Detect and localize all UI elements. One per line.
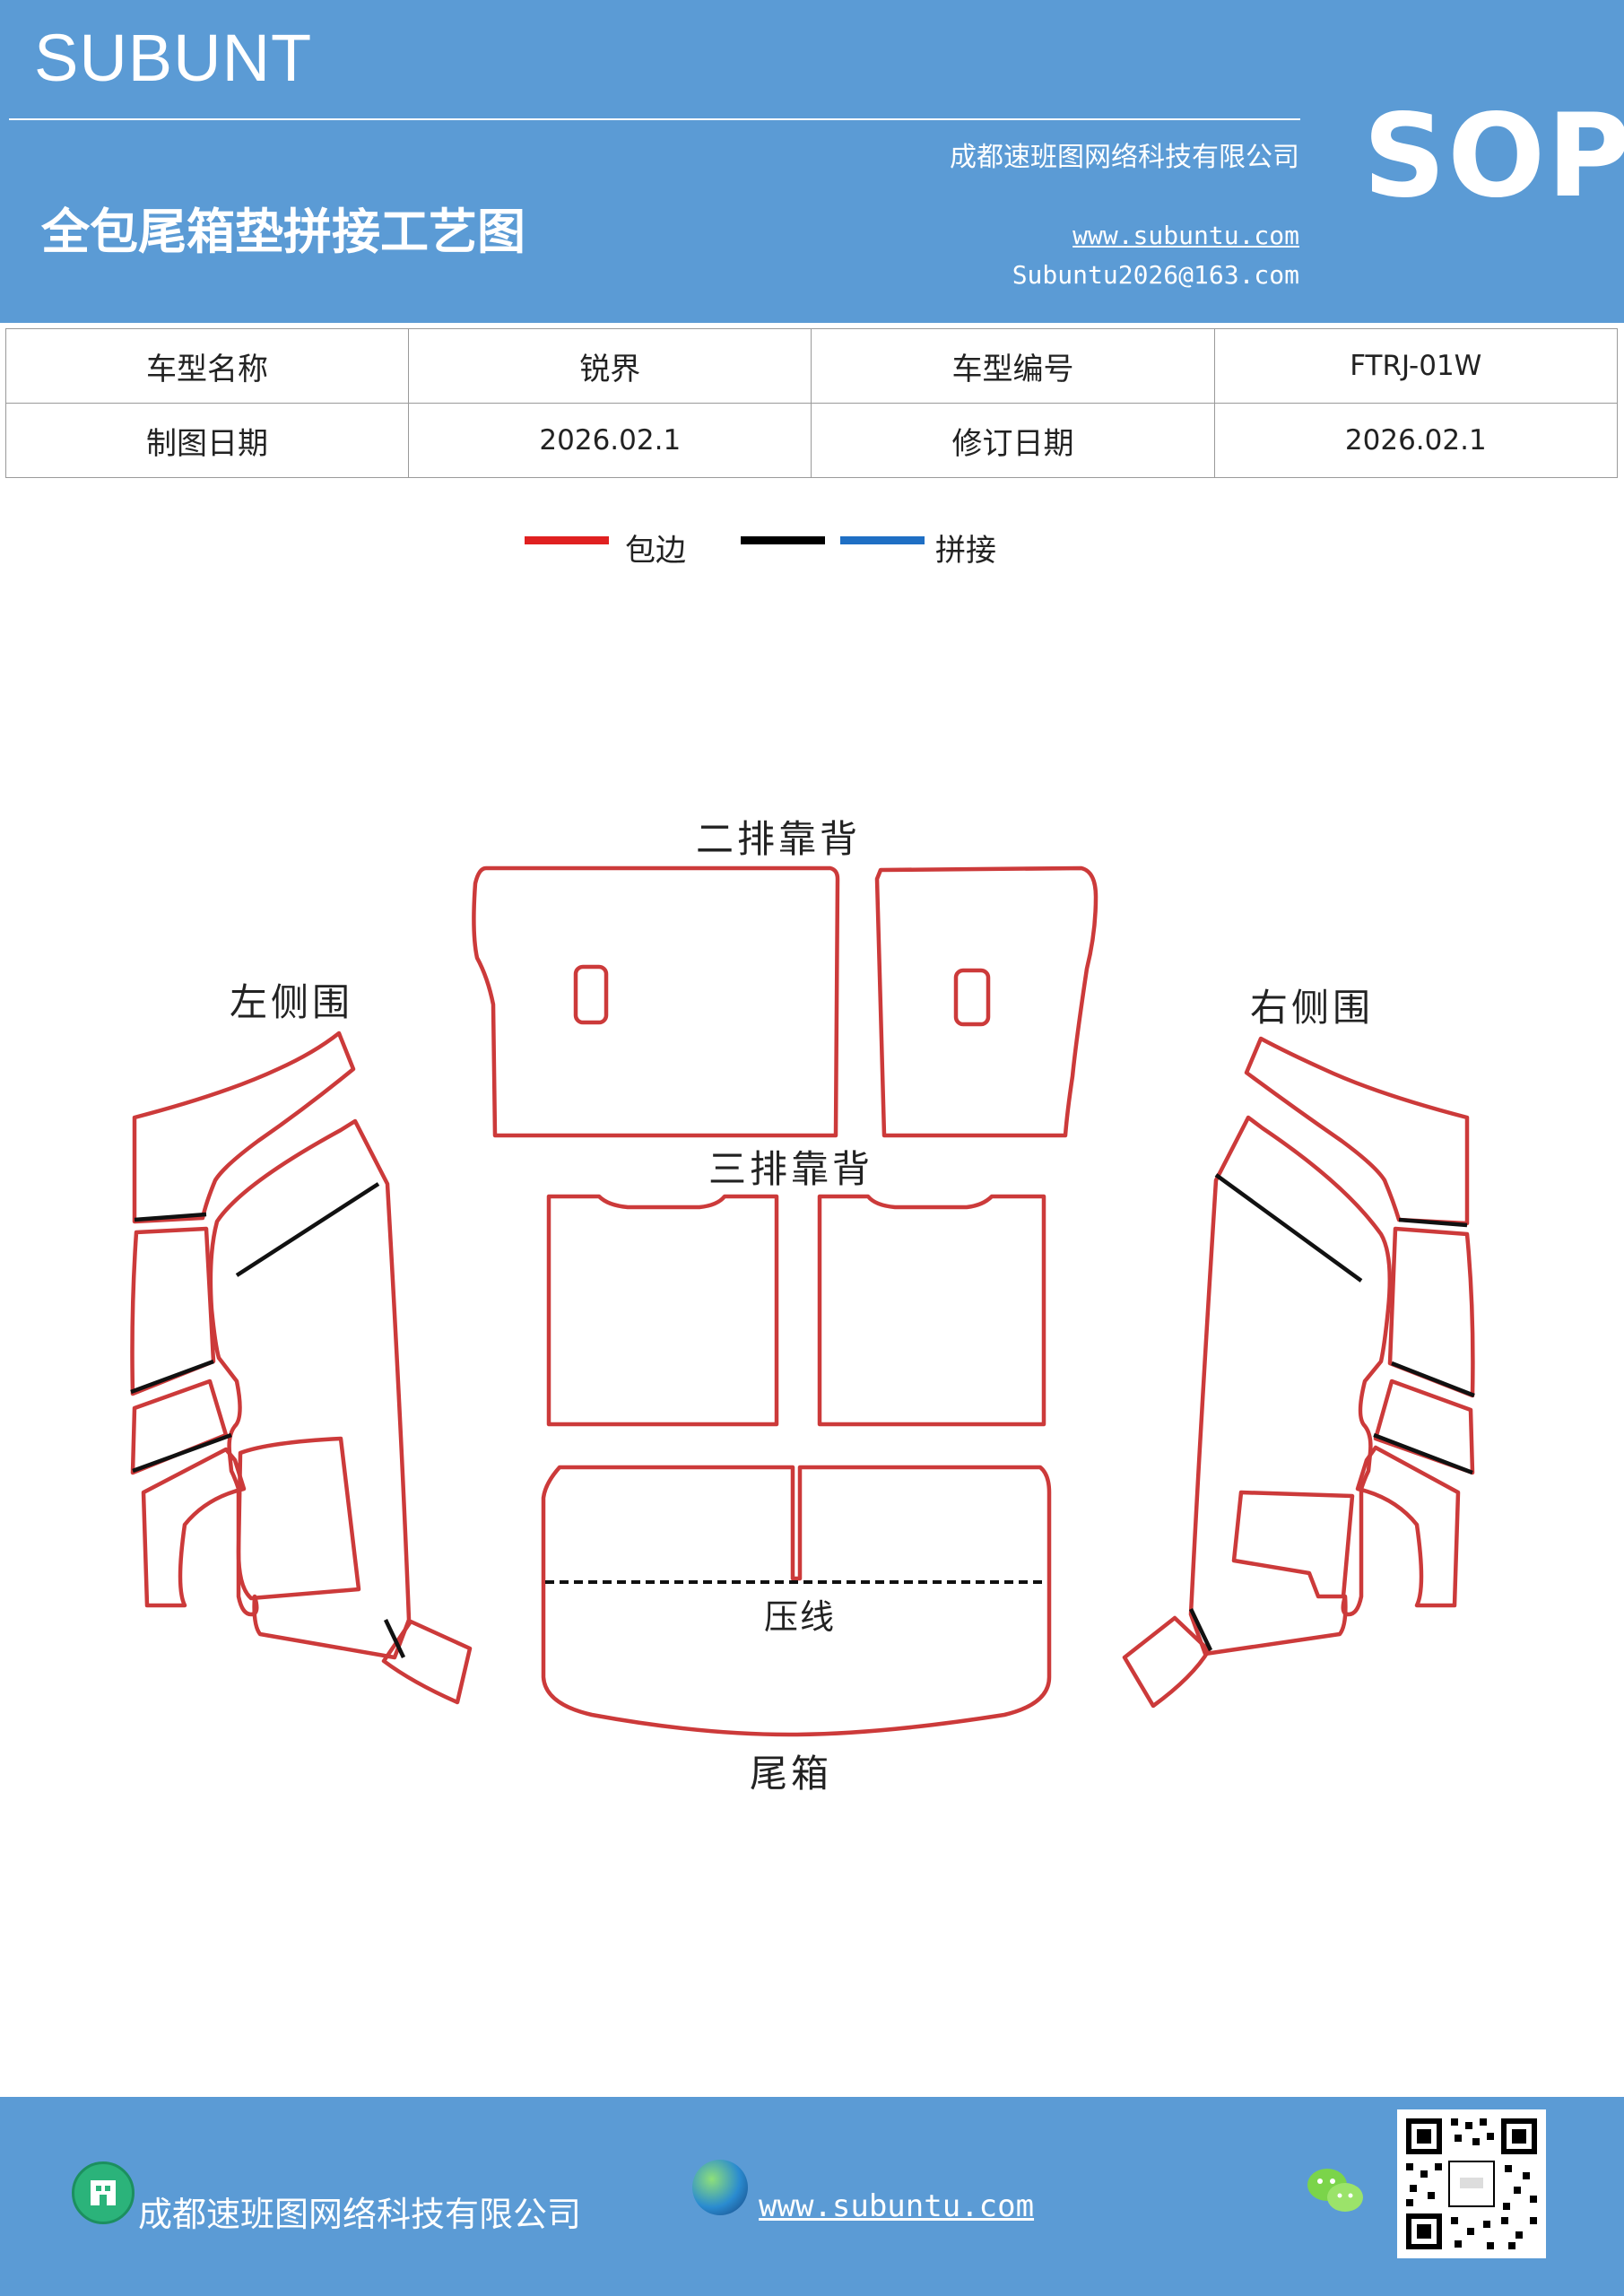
header-divider	[9, 118, 1300, 120]
table-cell-label: 制图日期	[4, 403, 410, 478]
footer-banner: 成都速班图网络科技有限公司 www.subuntu.com	[0, 2097, 1624, 2296]
header-banner: SUBUNT 成都速班图网络科技有限公司 全包尾箱垫拼接工艺图 www.subu…	[0, 0, 1624, 323]
label-second-row-back: 二排靠背	[696, 817, 862, 861]
right-side-middle-strip	[1387, 1226, 1475, 1398]
second-row-back-right-panel	[874, 865, 1099, 1138]
header-website-link[interactable]: www.subuntu.com	[1073, 221, 1299, 250]
table-cell-value: 2026.02.1	[1213, 403, 1619, 478]
right-side-lower-strip	[1373, 1378, 1475, 1475]
third-row-back-left-panel	[546, 1194, 779, 1427]
header-company: 成都速班图网络科技有限公司	[950, 142, 1299, 173]
brand-name: SUBUNT	[34, 21, 313, 95]
table-cell-label: 修订日期	[811, 403, 1215, 478]
building-icon	[72, 2161, 135, 2224]
left-side-tail-tab	[381, 1619, 473, 1705]
second-row-back-right-hole	[953, 968, 991, 1027]
left-side-top-strip	[132, 1031, 356, 1224]
footer-website-link[interactable]: www.subuntu.com	[759, 2188, 1035, 2224]
page-title: 全包尾箱垫拼接工艺图	[41, 204, 525, 260]
label-crease: 压线	[764, 1597, 837, 1637]
label-left-side: 左侧围	[230, 980, 354, 1024]
label-third-row-back: 三排靠背	[708, 1147, 874, 1191]
header-email: Subuntu2026@163.com	[1012, 260, 1299, 290]
qr-code-icon	[1397, 2109, 1546, 2258]
table-cell-value: 锐界	[408, 328, 812, 404]
left-side-bottom-strip	[141, 1447, 247, 1608]
right-side-lower-block	[1231, 1490, 1355, 1599]
second-row-back-left-hole	[573, 964, 609, 1025]
wechat-icon[interactable]	[1304, 2163, 1367, 2217]
vehicle-info-table: 车型名称 锐界 车型编号 FTRJ-01W 制图日期 2026.02.1 修订日…	[4, 328, 1619, 478]
label-trunk: 尾箱	[750, 1752, 833, 1796]
legend-swatch-edge	[525, 536, 609, 544]
right-side-top-strip	[1244, 1036, 1470, 1226]
label-right-side: 右侧围	[1250, 986, 1375, 1030]
left-side-lower-block	[236, 1436, 361, 1601]
left-side-middle-strip	[130, 1226, 216, 1396]
left-side-upper-panel	[208, 1118, 412, 1660]
right-side-tail-tab	[1122, 1615, 1211, 1709]
legend-label-edge: 包边	[625, 533, 686, 569]
table-cell-value: FTRJ-01W	[1213, 328, 1619, 404]
second-row-back-left-panel	[472, 865, 840, 1138]
third-row-back-right-panel	[817, 1194, 1046, 1427]
legend-label-seam: 拼接	[935, 533, 996, 569]
table-cell-label: 车型名称	[4, 328, 410, 404]
table-row: 车型名称 锐界 车型编号 FTRJ-01W	[4, 328, 1619, 404]
legend-swatch-seam	[840, 536, 925, 544]
table-row: 制图日期 2026.02.1 修订日期 2026.02.1	[4, 403, 1619, 478]
footer-company: 成都速班图网络科技有限公司	[138, 2195, 582, 2234]
table-cell-label: 车型编号	[811, 328, 1215, 404]
sop-badge: SOP	[1363, 90, 1624, 223]
legend-swatch-black	[741, 536, 825, 544]
right-side-upper-panel	[1188, 1115, 1393, 1657]
right-side-bottom-strip	[1355, 1445, 1461, 1608]
left-side-lower-strip	[130, 1378, 229, 1475]
table-cell-value: 2026.02.1	[408, 403, 812, 478]
globe-icon	[692, 2160, 748, 2215]
